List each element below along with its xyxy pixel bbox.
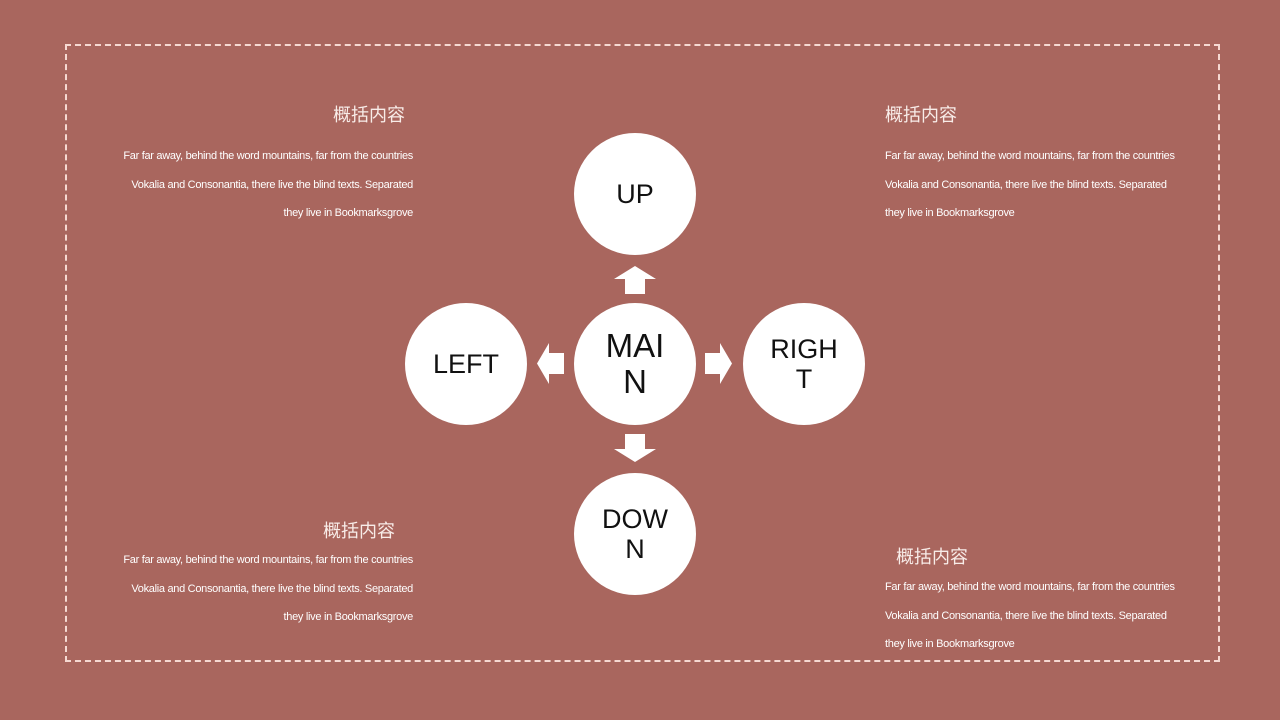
block-title: 概括内容	[885, 105, 957, 126]
body-line: Far far away, behind the word mountains,…	[885, 150, 1175, 162]
body-line: Far far away, behind the word mountains,…	[885, 581, 1175, 593]
arrow-right-icon	[705, 343, 732, 384]
body-line: Vokalia and Consonantia, there live the …	[131, 582, 413, 595]
body-line: they live in Bookmarksgrove	[283, 207, 414, 219]
node-up: UP	[574, 133, 696, 255]
body-line: Vokalia and Consonantia, there live the …	[885, 609, 1167, 622]
node-label: LEFT	[432, 348, 499, 379]
block-title: 概括内容	[323, 521, 395, 542]
arrow-left-icon	[537, 343, 564, 384]
node-right: RIGHT	[743, 303, 865, 425]
dashed-frame	[65, 44, 1220, 662]
node-label: DOWN	[602, 504, 668, 564]
block-body: Far far away, behind the word mountains,…	[885, 573, 1175, 659]
node-label: UP	[616, 178, 654, 209]
body-line: Far far away, behind the word mountains,…	[123, 554, 413, 566]
arrow-down-icon	[614, 434, 656, 462]
block-body: Far far away, behind the word mountains,…	[885, 142, 1175, 228]
block-body: Far far away, behind the word mountains,…	[123, 546, 413, 632]
block-title: 概括内容	[333, 105, 405, 126]
block-title: 概括内容	[896, 547, 968, 568]
node-down: DOWN	[574, 473, 696, 595]
body-line: Vokalia and Consonantia, there live the …	[131, 178, 413, 191]
node-label: RIGHT	[770, 334, 838, 394]
node-label: MAIN	[605, 327, 665, 400]
body-line: Vokalia and Consonantia, there live the …	[885, 178, 1167, 191]
node-main: MAIN	[574, 303, 696, 425]
body-line: Far far away, behind the word mountains,…	[123, 150, 413, 162]
arrow-up-icon	[614, 266, 656, 294]
body-line: they live in Bookmarksgrove	[283, 611, 414, 623]
body-line: they live in Bookmarksgrove	[885, 207, 1015, 219]
block-body: Far far away, behind the word mountains,…	[123, 142, 413, 228]
body-line: they live in Bookmarksgrove	[885, 638, 1015, 650]
node-left: LEFT	[405, 303, 527, 425]
